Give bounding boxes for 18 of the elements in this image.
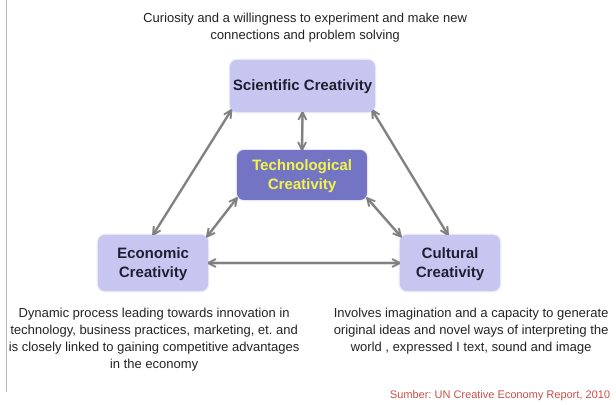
double-arrow [207,258,401,268]
rounded-box [237,150,367,200]
box-label: Scientific Creativity [232,76,372,96]
double-arrow [152,108,232,236]
rounded-box [98,235,208,291]
box-label: Economic Creativity [116,244,190,282]
double-arrow [371,108,450,236]
double-arrow [206,197,238,238]
rounded-box [400,235,500,291]
source-note: Sumber: UN Creative Economy Report, 2010 [390,389,610,401]
double-arrow [366,197,402,238]
description-text: Dynamic process leading towards innovation in technology, business practices, marketing, et. and is closely linked to gaining competitive advantages in the economy [8,305,300,373]
description-text: Curiosity and a willingness to experiment and make new connections and problem solving [142,10,468,44]
box-label: Technological Creativity [251,156,353,194]
box-label: Cultural Creativity [414,244,486,282]
rounded-box [230,60,375,112]
description-text: Involves imagination and a capacity to generate original ideas and novel ways of interpreting the world , expressed I text, sound and image [332,305,610,356]
double-arrow [297,111,308,151]
